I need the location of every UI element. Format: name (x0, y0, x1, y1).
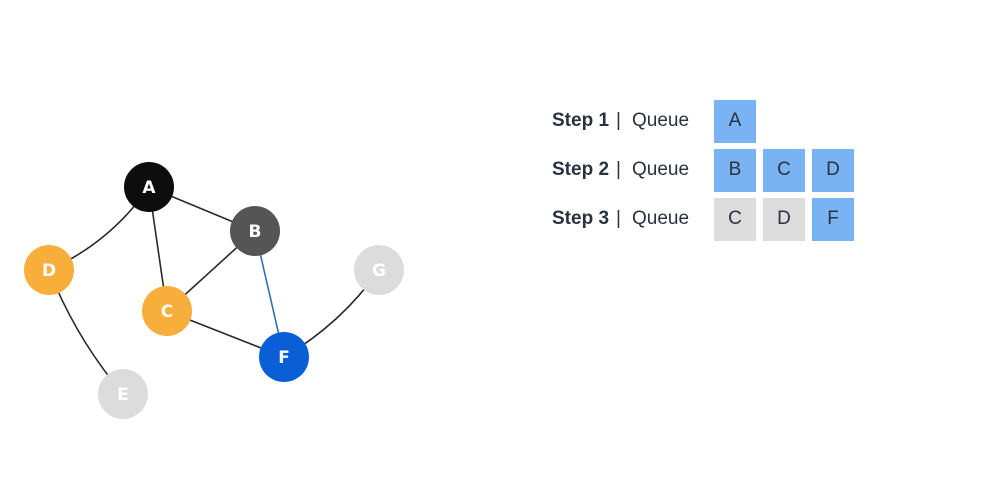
queue-cells: C D F (714, 197, 861, 241)
step-separator: | (616, 110, 621, 131)
node-circle (259, 332, 309, 382)
step-row-3: Step 3 | Queue C D F (552, 197, 861, 241)
node-circle (24, 245, 74, 295)
graph-edges (48, 186, 380, 395)
graph-nodes: A B C D E F G (24, 162, 404, 419)
node-label: B (249, 222, 262, 242)
queue-cells: A (714, 99, 763, 143)
node-label: A (142, 178, 156, 198)
queue-cell: F (812, 197, 854, 241)
node-c: C (142, 286, 192, 336)
step-row-2: Step 2 | Queue B C D (552, 148, 861, 192)
node-label: D (42, 261, 56, 281)
step-separator: | (616, 208, 621, 229)
node-circle (124, 162, 174, 212)
node-label: E (117, 385, 129, 405)
queue-word: Queue (632, 110, 690, 131)
node-g: G (354, 245, 404, 295)
node-f: F (259, 332, 309, 382)
node-circle (98, 369, 148, 419)
graph-diagram: A B C D E F G (24, 162, 404, 419)
queue-word: Queue (632, 208, 690, 229)
queue-steps-panel: Step 1 | Queue A Step 2 | Queue B C D St… (552, 99, 861, 246)
node-circle (354, 245, 404, 295)
node-label: F (278, 348, 290, 368)
queue-word: Queue (632, 159, 690, 180)
node-label: C (161, 302, 173, 322)
step-label: Step 1 (552, 110, 610, 131)
step-separator: | (616, 159, 621, 180)
step-row-1: Step 1 | Queue A (552, 99, 861, 143)
queue-cell: A (714, 99, 756, 143)
queue-cell: B (714, 148, 756, 192)
queue-cell: C (763, 148, 805, 192)
node-e: E (98, 369, 148, 419)
step-label: Step 2 (552, 159, 610, 180)
queue-cells: B C D (714, 148, 861, 192)
node-circle (230, 206, 280, 256)
queue-cell: C (714, 197, 756, 241)
queue-cell: D (763, 197, 805, 241)
queue-cell: D (812, 148, 854, 192)
node-b: B (230, 206, 280, 256)
node-a: A (124, 162, 174, 212)
node-d: D (24, 245, 74, 295)
step-label: Step 3 (552, 208, 610, 229)
node-circle (142, 286, 192, 336)
node-label: G (372, 261, 386, 281)
